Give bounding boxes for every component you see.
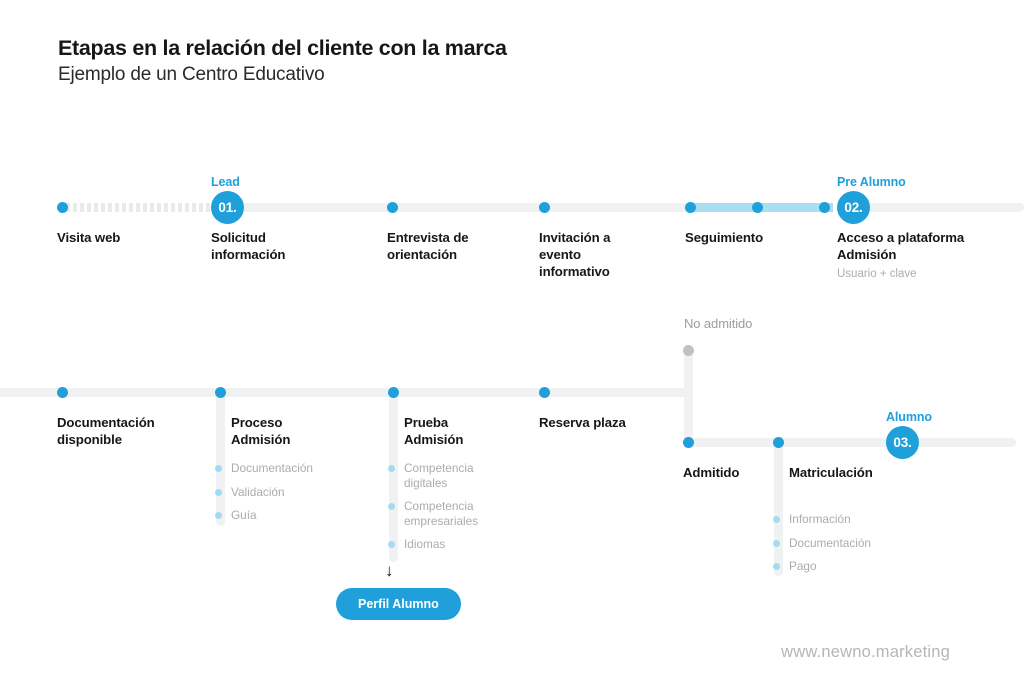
bullet-icon [773, 539, 780, 547]
sublist-proceso-admision: Documentación Validación Guía [215, 461, 355, 532]
page-title: Etapas en la relación del cliente con la… [58, 36, 507, 60]
arrow-down-icon: ↓ [385, 561, 394, 580]
bullet-icon [773, 516, 780, 523]
node-title-seguimiento: Seguimiento [685, 230, 764, 245]
node-dot-seguimiento[interactable] [685, 202, 696, 213]
node-dot-proceso-admision[interactable] [215, 387, 226, 398]
node-dot-invitacion-evento[interactable] [539, 202, 550, 213]
row1-rail-gray [244, 203, 688, 212]
subitem-label: Documentación [231, 461, 313, 475]
list-item[interactable]: Guía [215, 508, 355, 523]
node-dot-documentacion-disponible[interactable] [57, 387, 68, 398]
node-title-admitido: Admitido [683, 465, 740, 480]
node-dot-admitido[interactable] [683, 437, 694, 448]
node-title-visita-web: Visita web [57, 230, 121, 245]
node-dot-entrevista-orientacion[interactable] [387, 202, 398, 213]
subitem-label: Idiomas [404, 537, 446, 551]
row2-vertical-connector-proceso [216, 392, 225, 526]
node-dot-seguimiento-end [819, 202, 830, 213]
subitem-label: Información [789, 512, 851, 526]
list-item[interactable]: Idiomas [388, 537, 538, 552]
bullet-icon [388, 465, 395, 472]
subitem-label: Validación [231, 484, 285, 499]
subitem-label: Documentación [789, 535, 871, 550]
row3-rail [684, 438, 1016, 447]
node-title-reserva-plaza: Reserva plaza [539, 415, 626, 430]
footer-url: www.newno.marketing [781, 643, 950, 661]
list-item[interactable]: Validación [215, 485, 355, 500]
list-item[interactable]: Pago [773, 559, 923, 574]
node-dot-prueba-admision[interactable] [388, 387, 399, 398]
row3-vertical-connector-matriculacion [774, 442, 783, 576]
node-dot-matriculacion[interactable] [773, 437, 784, 448]
stage-label-lead: Lead [211, 175, 240, 189]
page-subtitle: Ejemplo de un Centro Educativo [58, 64, 325, 85]
node-dot-reserva-plaza[interactable] [539, 387, 550, 398]
subitem-label: Guía [231, 508, 257, 522]
bullet-icon [215, 465, 222, 472]
bullet-icon [388, 541, 395, 548]
row1-dotted-rail [66, 203, 212, 212]
row2-rail [0, 388, 693, 397]
branch-vertical-connector [684, 350, 693, 446]
perfil-alumno-button[interactable]: Perfil Alumno [336, 588, 461, 620]
row1-rail-tail [866, 203, 1024, 212]
node-dot-visita-web[interactable] [57, 202, 68, 213]
list-item[interactable]: Información [773, 512, 923, 527]
branch-label-no-admitido: No admitido [684, 316, 753, 331]
node-note-usuario-clave: Usuario + clave [837, 268, 917, 280]
node-dot-seguimiento-mid [752, 202, 763, 213]
bullet-icon [215, 488, 222, 496]
bullet-icon [773, 563, 780, 570]
badge-03[interactable]: 03. [886, 426, 919, 459]
row2-vertical-connector-prueba [389, 392, 398, 562]
stage-label-alumno: Alumno [886, 410, 932, 424]
badge-01[interactable]: 01. [211, 191, 244, 224]
badge-02[interactable]: 02. [837, 191, 870, 224]
subitem-label: Pago [789, 559, 817, 573]
node-dot-no-admitido[interactable] [683, 345, 694, 356]
sublist-matriculacion: Información Documentación Pago [773, 512, 923, 583]
bullet-icon [215, 512, 222, 519]
list-item[interactable]: Documentación [773, 536, 923, 551]
stage-label-pre-alumno: Pre Alumno [837, 175, 906, 189]
list-item[interactable]: Documentación [215, 461, 355, 476]
bullet-icon [388, 503, 395, 510]
node-title-matriculacion: Matriculación [789, 465, 873, 480]
